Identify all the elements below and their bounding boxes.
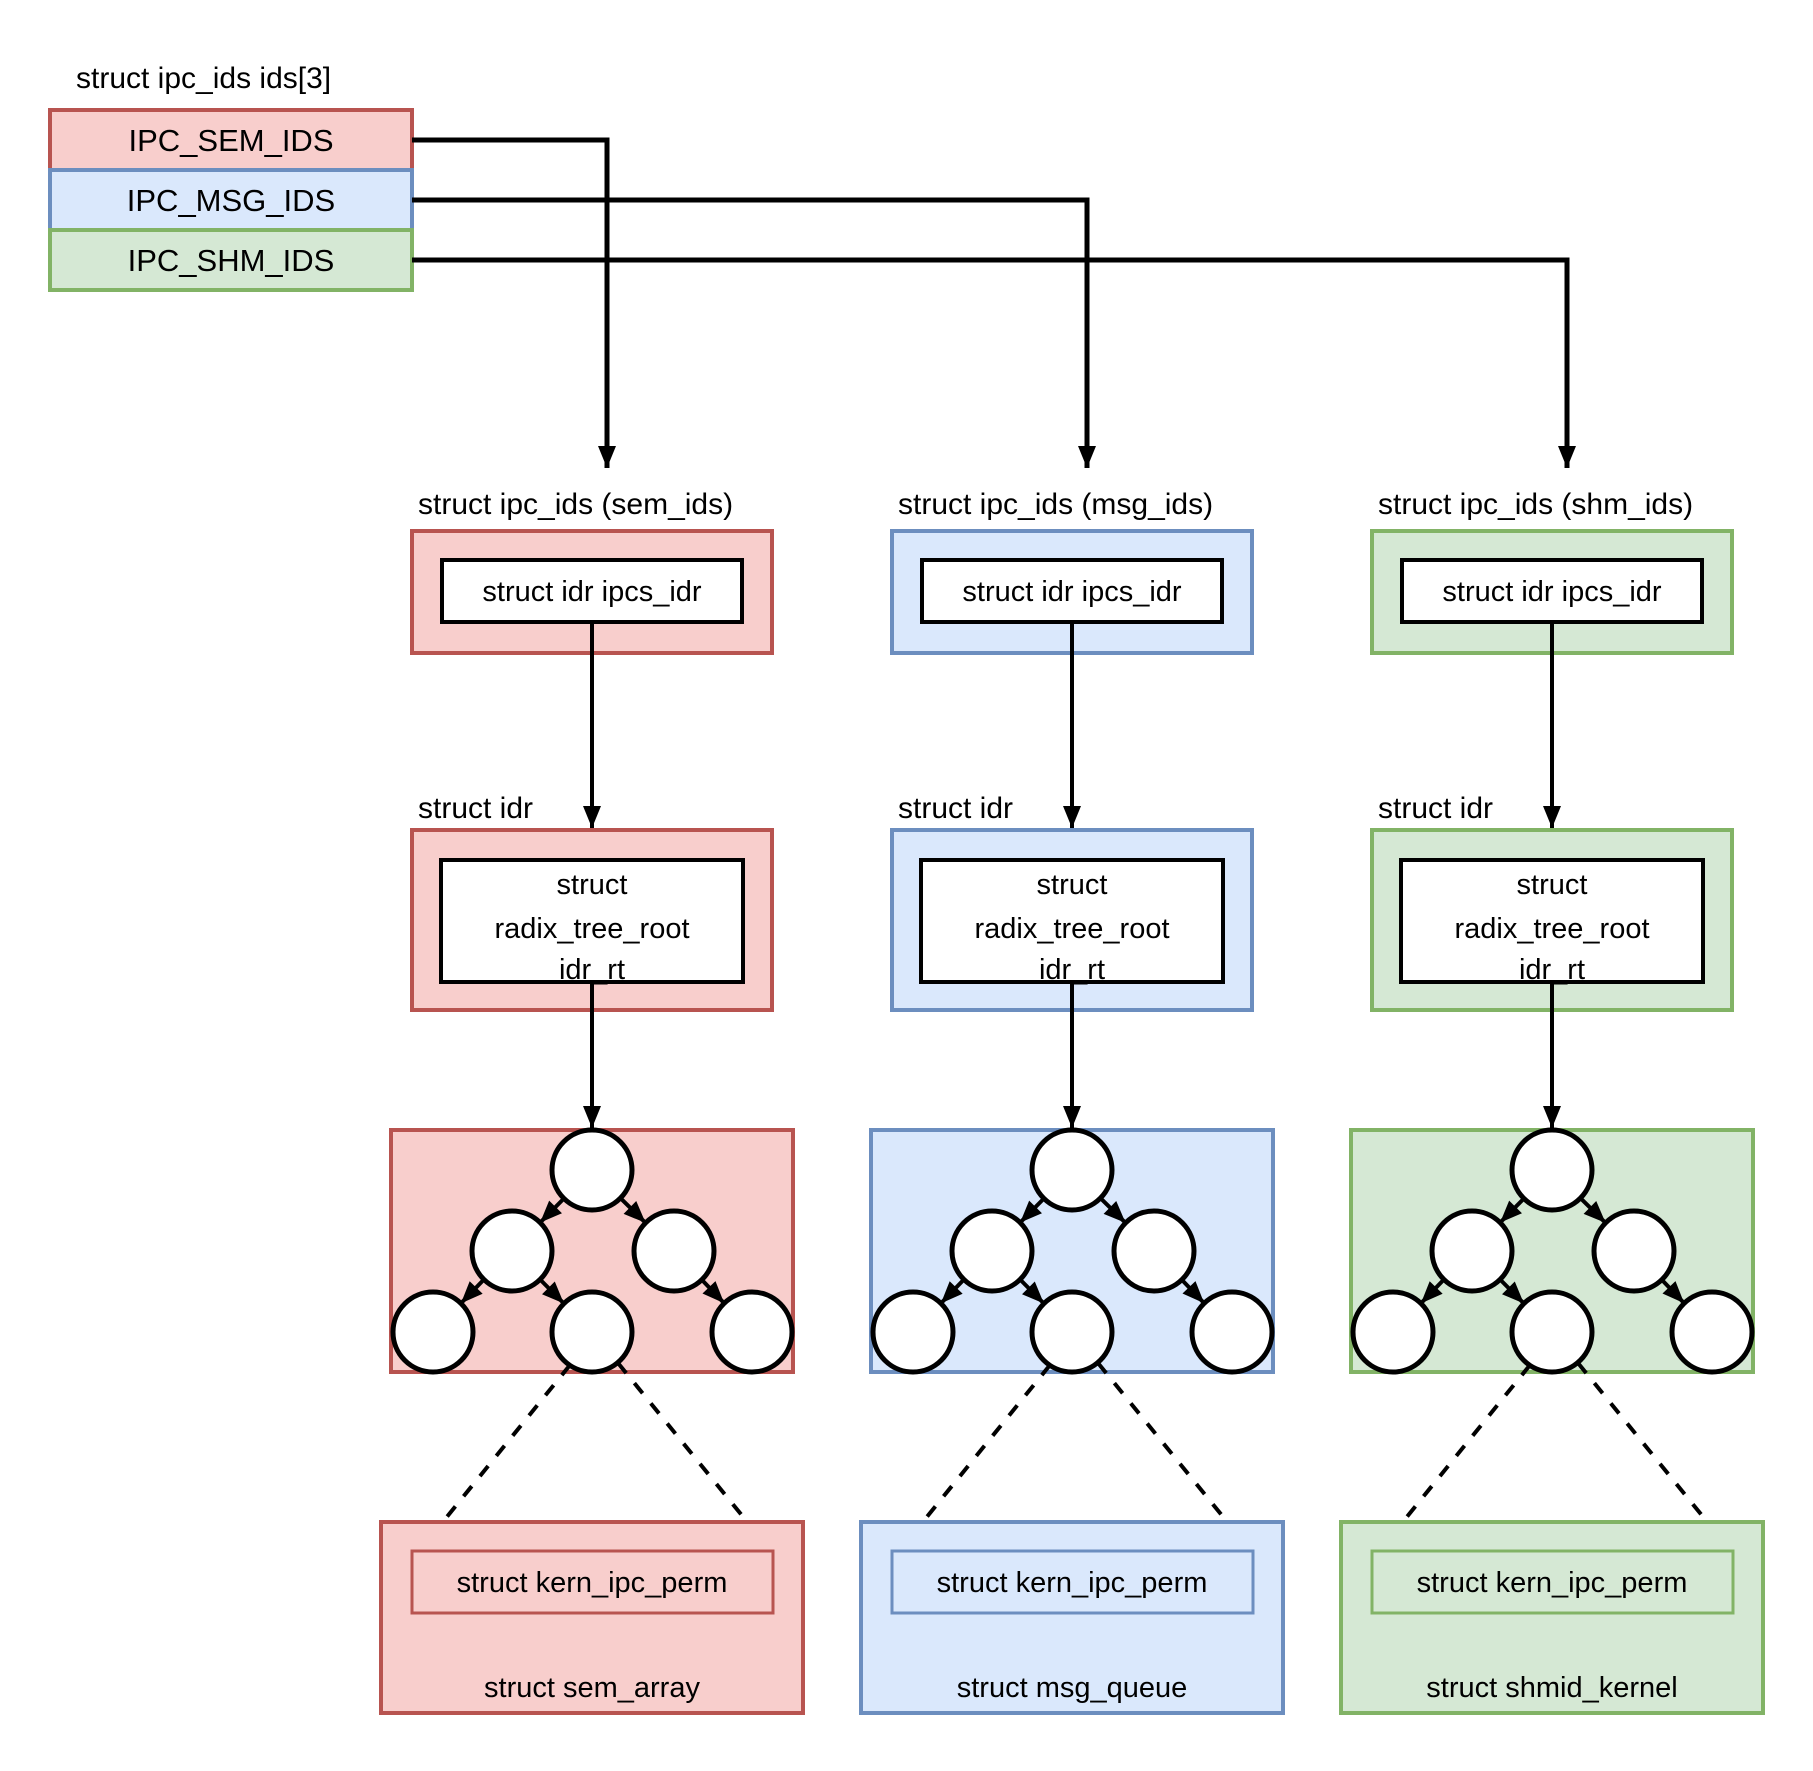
radix-line-2: radix_tree_root xyxy=(1454,913,1649,945)
column-header: struct ipc_ids (sem_ids) xyxy=(418,488,733,521)
tree-edge-arrow xyxy=(1018,1278,1046,1305)
tree-node-l3-right xyxy=(1669,1289,1755,1375)
kern-ipc-perm-box xyxy=(890,1549,1255,1615)
kern-ipc-perm-label: struct kern_ipc_perm xyxy=(457,1567,728,1599)
radix-line-3: idr_rt xyxy=(1519,954,1585,986)
tree-node-l3-left xyxy=(870,1289,956,1375)
ipcs-idr-label: struct idr ipcs_idr xyxy=(962,576,1182,608)
tree-edge-arrow xyxy=(939,1278,966,1305)
radix-line-3: idr_rt xyxy=(559,954,625,986)
radix-line-1: struct xyxy=(1037,869,1108,901)
tree-node-l2-right xyxy=(1591,1208,1677,1294)
kern-ipc-perm-box xyxy=(410,1549,775,1615)
owner-struct-label: struct sem_array xyxy=(484,1672,700,1704)
column-shm: struct ipc_ids (shm_ids) struct idr ipcs… xyxy=(1339,488,1765,1715)
tree-edge-arrow xyxy=(1498,1278,1526,1305)
array-row-shm xyxy=(48,228,414,292)
tree-edge-arrow xyxy=(1018,1197,1046,1225)
connector-sem-arrow xyxy=(412,137,616,468)
radix-line-2: radix_tree_root xyxy=(974,913,1169,945)
dashed-link-left xyxy=(911,1363,1052,1536)
column-header: struct ipc_ids (shm_ids) xyxy=(1378,488,1693,521)
array-row-shm-label: IPC_SHM_IDS xyxy=(128,243,335,278)
tree-node-root xyxy=(549,1127,635,1213)
idr-label: struct idr xyxy=(898,792,1013,825)
tree-node-l2-left xyxy=(949,1208,1035,1294)
tree-node-l3-left xyxy=(390,1289,476,1375)
tree-node-l2-right xyxy=(631,1208,717,1294)
tree-edge-arrow xyxy=(538,1197,566,1225)
tree-node-root xyxy=(1509,1127,1595,1213)
radix-line-2: radix_tree_root xyxy=(494,913,689,945)
tree-edge-arrow xyxy=(1578,1196,1608,1225)
tree-node-l3-right xyxy=(1189,1289,1275,1375)
tree-node-l3-right xyxy=(709,1289,795,1375)
radix-line-3: idr_rt xyxy=(1039,954,1105,986)
ipc-ids-array: struct ipc_ids ids[3] IPC_SEM_IDS IPC_MS… xyxy=(48,62,414,292)
tree-node-l3-mid xyxy=(1509,1289,1595,1375)
tree-node-l2-left xyxy=(1429,1208,1515,1294)
idr-label: struct idr xyxy=(1378,792,1493,825)
ipcs-idr-box xyxy=(440,558,744,624)
column-header: struct ipc_ids (msg_ids) xyxy=(898,488,1213,521)
kern-ipc-perm-box xyxy=(1370,1549,1735,1615)
tree-node-root xyxy=(1029,1127,1115,1213)
radix-tree-root-box xyxy=(919,858,1225,984)
tree-edge-arrow xyxy=(1660,1278,1686,1305)
tree-edge-arrow xyxy=(1498,1197,1526,1225)
radix-tree-root-box xyxy=(439,858,745,984)
owner-struct-label: struct msg_queue xyxy=(957,1672,1188,1704)
tree-edge-arrow xyxy=(700,1278,726,1305)
column-sem: struct ipc_ids (sem_ids) struct idr ipcs… xyxy=(379,488,805,1715)
tree-node-l3-left xyxy=(1350,1289,1436,1375)
tree-node-l2-left xyxy=(469,1208,555,1294)
dashed-link-left xyxy=(1391,1363,1532,1536)
kern-ipc-perm-label: struct kern_ipc_perm xyxy=(937,1567,1208,1599)
tree-node-l3-mid xyxy=(1029,1289,1115,1375)
radix-line-1: struct xyxy=(1517,869,1588,901)
tree-edge-arrow xyxy=(1419,1278,1446,1305)
tree-edge-arrow xyxy=(618,1196,648,1225)
tree-node-l3-mid xyxy=(549,1289,635,1375)
array-row-sem-label: IPC_SEM_IDS xyxy=(128,123,333,158)
dashed-link-left xyxy=(431,1363,572,1536)
radix-tree-root-box xyxy=(1399,858,1705,984)
array-title: struct ipc_ids ids[3] xyxy=(76,62,331,95)
ipcs-idr-label: struct idr ipcs_idr xyxy=(482,576,702,608)
idr-label: struct idr xyxy=(418,792,533,825)
connector-shm-arrow xyxy=(412,257,1576,468)
connector-msg-arrow xyxy=(412,197,1096,468)
tree-node-l2-right xyxy=(1111,1208,1197,1294)
tree-edge-arrow xyxy=(1180,1278,1206,1305)
radix-line-1: struct xyxy=(557,869,628,901)
tree-edge-arrow xyxy=(538,1278,566,1305)
ipcs-idr-label: struct idr ipcs_idr xyxy=(1442,576,1662,608)
array-row-msg-label: IPC_MSG_IDS xyxy=(127,183,335,218)
kern-ipc-perm-label: struct kern_ipc_perm xyxy=(1417,1567,1688,1599)
owner-struct-label: struct shmid_kernel xyxy=(1426,1672,1677,1704)
tree-edge-arrow xyxy=(459,1278,486,1305)
column-msg: struct ipc_ids (msg_ids) struct idr ipcs… xyxy=(859,488,1285,1715)
tree-edge-arrow xyxy=(1098,1196,1128,1225)
